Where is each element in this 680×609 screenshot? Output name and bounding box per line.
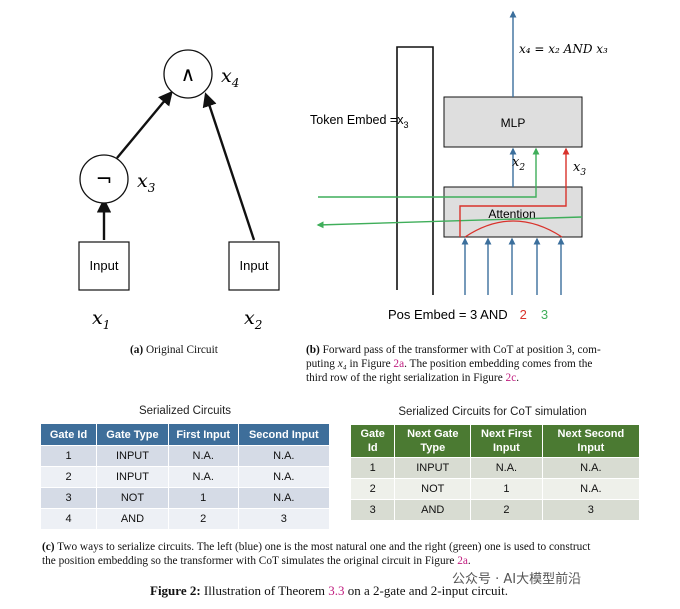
cell: N.A. (237, 445, 331, 467)
table-header-row: Gate Id Gate Type First Input Second Inp… (39, 423, 331, 446)
caption-b: (b) Forward pass of the transformer with… (306, 344, 601, 384)
wechat-watermark: 公众号 · AI大模型前沿 (452, 572, 582, 587)
token-embed-label: Token Embed =x3 (310, 113, 408, 130)
header-first-input: First Input (167, 423, 239, 446)
mlp-label: MLP (501, 116, 526, 130)
label-x4: x4 (221, 65, 239, 90)
input-node-left (78, 241, 130, 291)
and-gate-node (163, 49, 213, 99)
table-left-title: Serialized Circuits (138, 405, 232, 417)
cell: 1 (39, 445, 98, 467)
cell: N.A. (167, 466, 239, 488)
and-symbol: ∧ (181, 62, 196, 86)
residual-stream-path (396, 46, 434, 295)
cell: N.A. (237, 466, 331, 488)
cell: 2 (349, 478, 396, 500)
cell: AND (394, 499, 472, 521)
panel-b-transformer: MLP Attention x₄ = x₂ AND x₃ Token Embed… (310, 10, 608, 322)
table-right-title: Serialized Circuits for CoT simulation (398, 406, 587, 418)
table-header-row: Gate Id Next Gate Type Next First Input … (349, 424, 641, 458)
x3-flow-label: x3 (573, 160, 586, 178)
header-next-first-input: Next First Input (470, 424, 543, 458)
cell: INPUT (96, 445, 169, 467)
not-gate-node (79, 154, 129, 204)
figure-caption: Figure 2: Illustration of Theorem 3.3 on… (150, 583, 509, 598)
edge-input-to-and (202, 92, 256, 241)
input-node-right (228, 241, 280, 291)
header-next-gate-type: Next Gate Type (394, 424, 472, 458)
cell: 3 (237, 508, 331, 530)
cell: N.A. (237, 487, 331, 509)
cell: 1 (470, 478, 543, 500)
cell: NOT (394, 478, 472, 500)
cell: 2 (167, 508, 239, 530)
header-gate-id: Gate Id (39, 423, 98, 446)
green-x2-path (318, 147, 540, 198)
edge-not-to-and (116, 90, 173, 159)
cell: 2 (39, 466, 98, 488)
cell: N.A. (470, 457, 543, 479)
input-label-right: Input (240, 258, 269, 273)
input-label-left: Input (90, 258, 119, 273)
serialized-circuits-table: Gate Id Gate Type First Input Second Inp… (39, 423, 331, 530)
cell: 1 (167, 487, 239, 509)
x2-flow-label: x2 (512, 155, 525, 173)
cell: 4 (39, 508, 98, 530)
cell: AND (96, 508, 169, 530)
red-x3-path (459, 147, 570, 237)
label-x1: x1 (92, 307, 110, 332)
header-second-input: Second Input (237, 423, 331, 446)
cell: 2 (470, 499, 543, 521)
mlp-block (443, 96, 583, 148)
cell: N.A. (167, 445, 239, 467)
cell: N.A. (541, 478, 641, 500)
header-gate-id: Gate Id (349, 424, 396, 458)
attention-label: Attention (488, 207, 535, 221)
header-next-second-input: Next Second Input (541, 424, 641, 458)
cell: INPUT (394, 457, 472, 479)
cell: N.A. (541, 457, 641, 479)
not-symbol: ¬ (96, 167, 113, 191)
cell: 3 (39, 487, 98, 509)
cell: 3 (541, 499, 641, 521)
panel-a-circuit: ∧ ¬ Input Input x4 x3 x1 x2 (78, 49, 280, 332)
caption-a: (a) Original Circuit (130, 344, 218, 356)
green-output-arrow (316, 216, 583, 229)
cell: 3 (349, 499, 396, 521)
label-x3: x3 (137, 170, 156, 195)
cell: NOT (96, 487, 169, 509)
label-x2: x2 (244, 307, 262, 332)
cell: 1 (349, 457, 396, 479)
cot-serialized-circuits-table: Gate Id Next Gate Type Next First Input … (349, 424, 641, 521)
attention-arc (464, 220, 563, 238)
cell: INPUT (96, 466, 169, 488)
header-gate-type: Gate Type (96, 423, 169, 446)
caption-c: (c) Two ways to serialize circuits. The … (42, 541, 591, 567)
output-equation: x₄ = x₂ AND x₃ (519, 42, 608, 56)
